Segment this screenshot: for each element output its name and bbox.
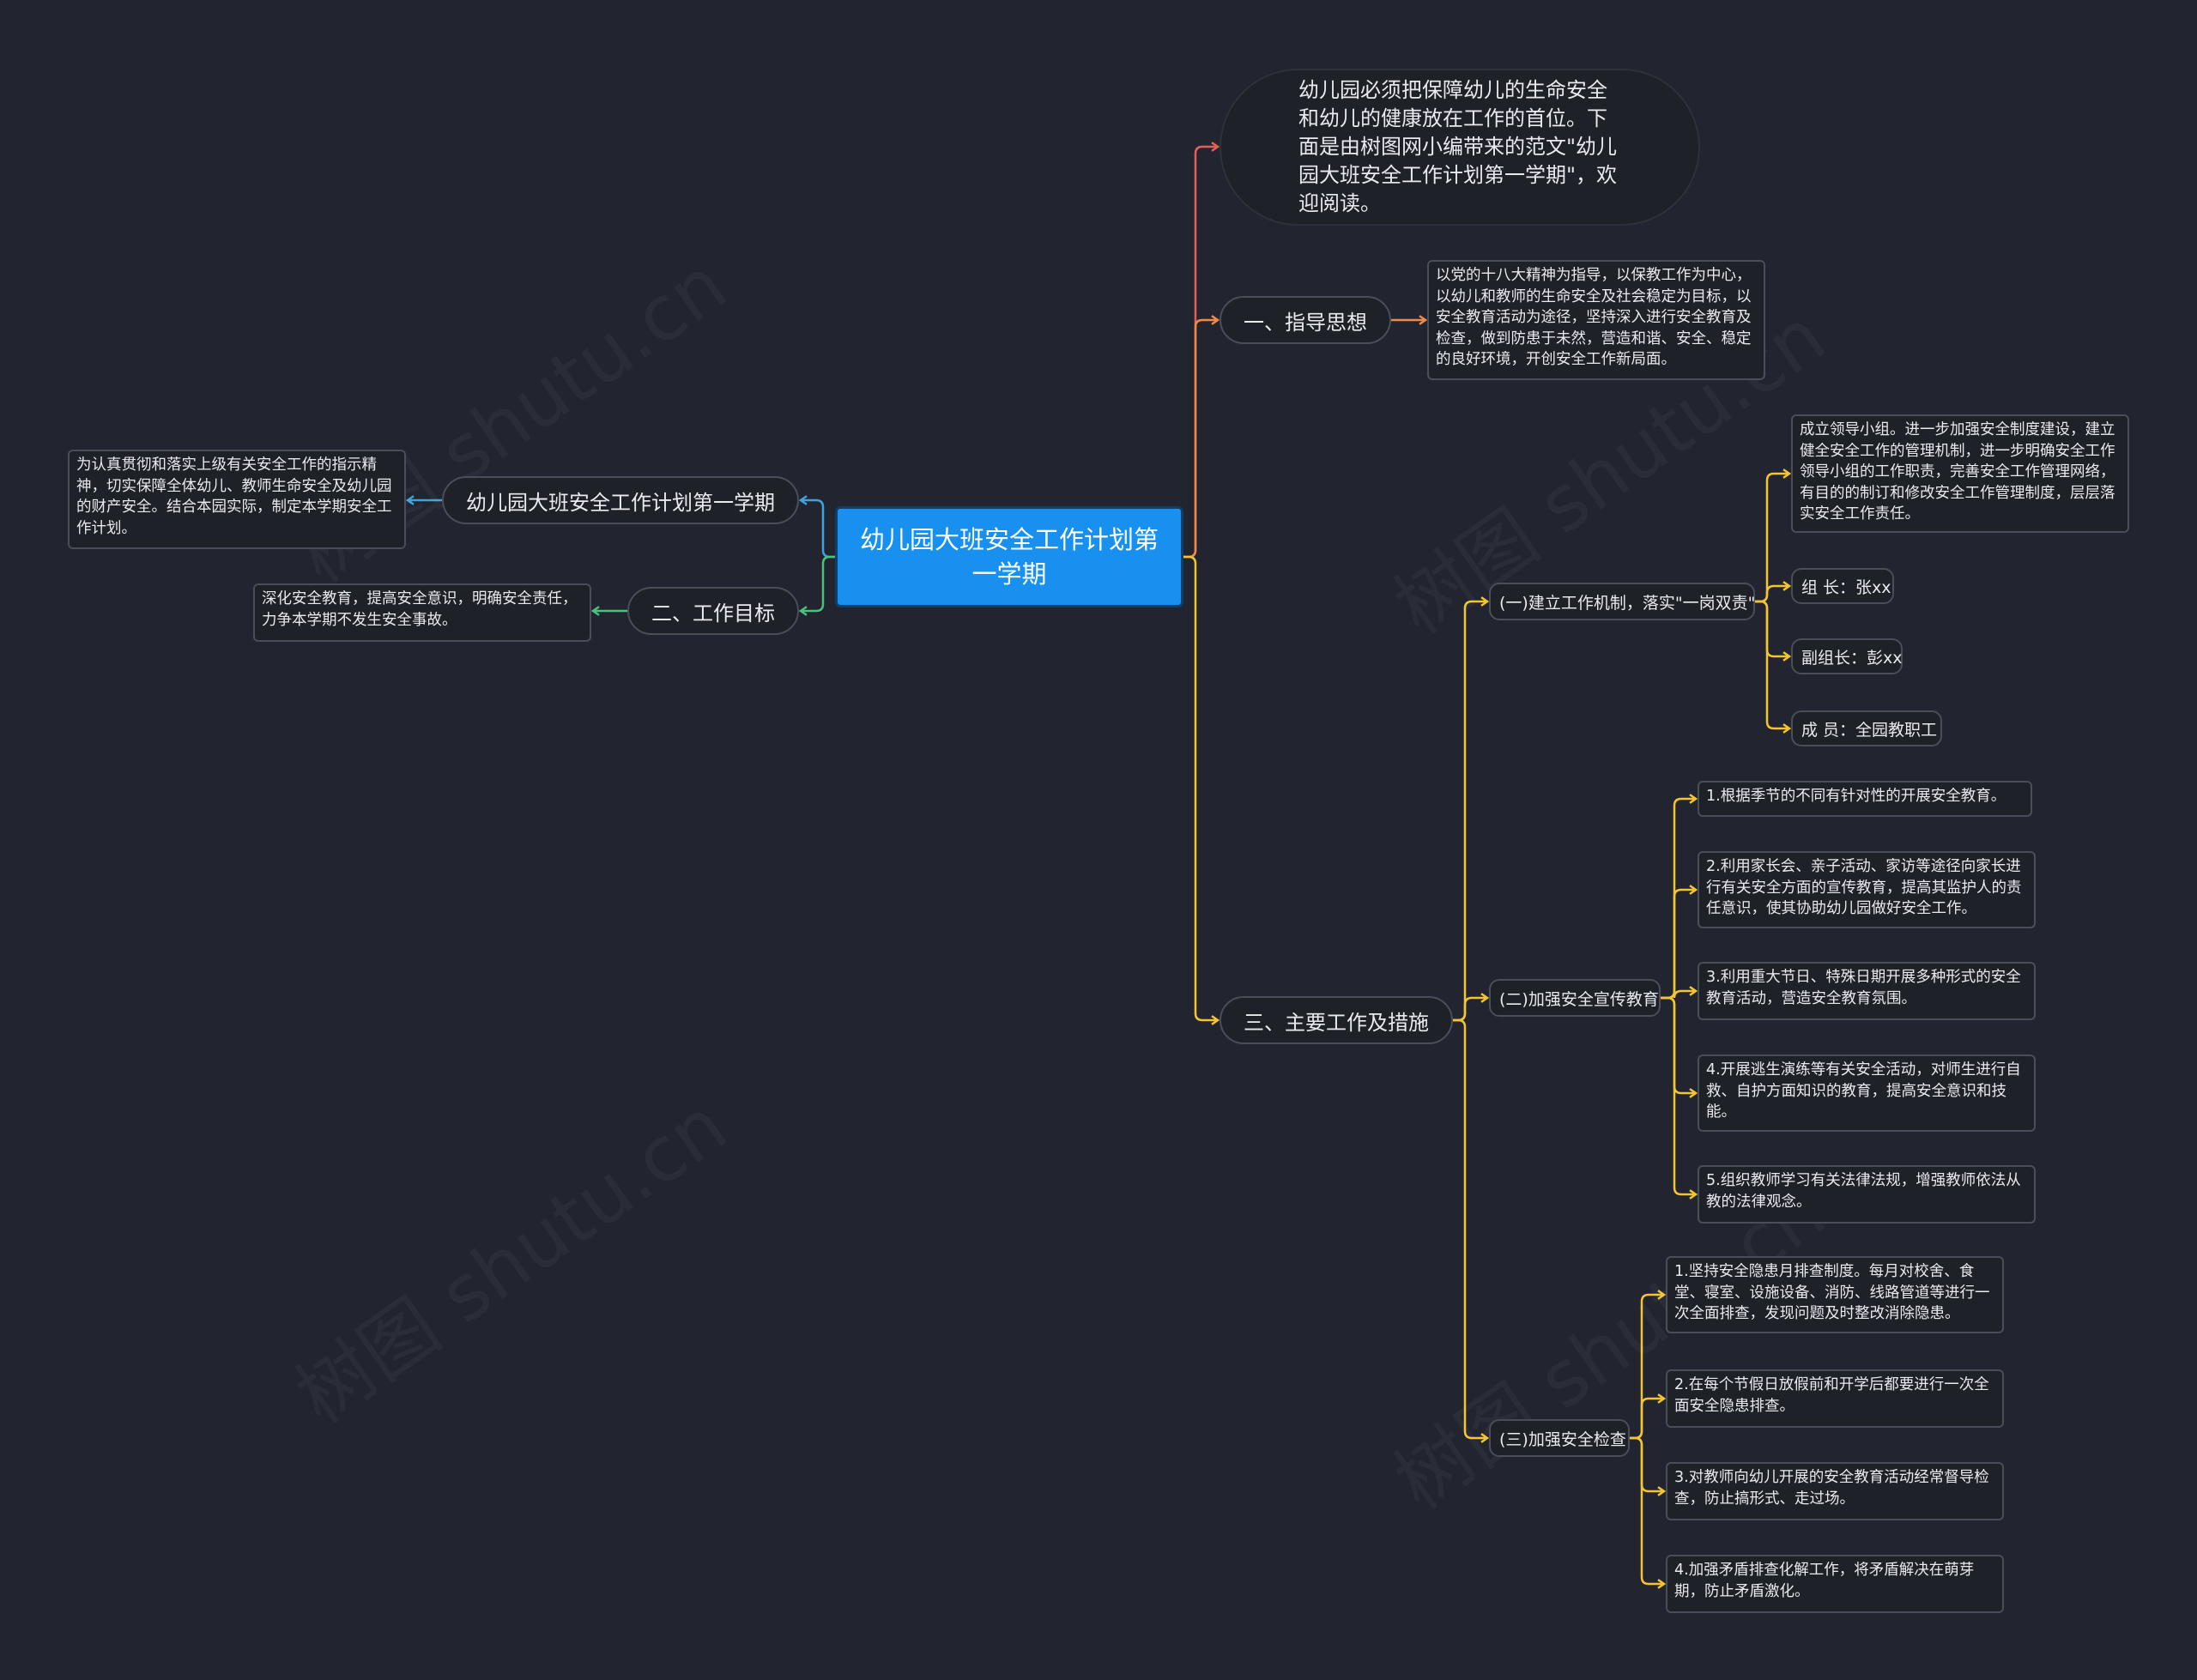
connector-mechanism-item — [1755, 600, 1789, 658]
title-desc-node[interactable]: 为认真贯彻和落实上级有关安全工作的指示精神，切实保障全体幼儿、教师生命安全及幼儿… — [68, 450, 406, 549]
connector-intro — [1183, 145, 1218, 559]
goal-desc-node[interactable]: 深化安全教育，提高安全意识，明确安全责任，力争本学期不发生安全事故。 — [253, 583, 591, 642]
connector-arrow — [1689, 1088, 1698, 1098]
connector-arrow — [590, 606, 600, 616]
connector-main-work — [1183, 555, 1218, 1022]
connector-arrow — [1689, 794, 1698, 804]
connector-education-item — [1661, 888, 1696, 1000]
guiding-node-label: 一、指导思想 — [1244, 310, 1367, 335]
connector-arrow — [1689, 986, 1698, 996]
connector-education-item — [1661, 996, 1696, 1095]
connector-arrow — [1419, 315, 1428, 325]
connector-arrow — [1657, 1290, 1667, 1300]
goal-desc-text: 深化安全教育，提高安全意识，明确安全责任，力争本学期不发生安全事故。 — [262, 590, 578, 629]
inspection-label: (三)加强安全检查 — [1499, 1429, 1626, 1449]
education-item-text: 5.组织教师学习有关法律法规，增强教师依法从教的法律观念。 — [1706, 1172, 2021, 1211]
inspection-node[interactable]: (三)加强安全检查 — [1489, 1419, 1630, 1457]
goal-node[interactable]: 二、工作目标 — [627, 587, 799, 635]
inspection-item[interactable]: 3.对教师向幼儿开展的安全教育活动经常督导检查，防止搞形式、走过场。 — [1666, 1462, 2004, 1520]
connector-arrow — [1657, 1579, 1667, 1589]
education-item[interactable]: 4.开展逃生演练等有关安全活动，对师生进行自救、自护方面知识的教育，提高安全意识… — [1698, 1055, 2036, 1132]
title-desc-text: 为认真贯彻和落实上级有关安全工作的指示精神，切实保障全体幼儿、教师生命安全及幼儿… — [76, 456, 392, 537]
mechanism-item-text: 成 员：全园教职工 — [1801, 720, 1938, 740]
connector-arrow — [798, 495, 808, 505]
mechanism-item[interactable]: 副组长：彭xx — [1791, 638, 1903, 674]
connector-arrow — [1782, 651, 1792, 662]
connector-education-item — [1661, 797, 1696, 1000]
inspection-item-text: 3.对教师向幼儿开展的安全教育活动经常督导检查，防止搞形式、走过场。 — [1674, 1469, 1989, 1508]
inspection-item[interactable]: 4.加强矛盾排查化解工作，将矛盾解决在萌芽期，防止矛盾激化。 — [1666, 1555, 2004, 1613]
mechanism-item[interactable]: 成立领导小组。进一步加强安全制度建设，建立健全安全工作的管理机制，进一步明确安全… — [1791, 414, 2129, 533]
connector-arrow — [1657, 1393, 1667, 1404]
connector-arrow — [1689, 1189, 1698, 1200]
connector-arrow — [1480, 596, 1490, 607]
mechanism-item-text: 成立领导小组。进一步加强安全制度建设，建立健全安全工作的管理机制，进一步明确安全… — [1800, 421, 2115, 523]
connector-mechanism-item — [1755, 600, 1789, 730]
education-item-text: 3.利用重大节日、特殊日期开展多种形式的安全教育活动，营造安全教育氛围。 — [1706, 969, 2021, 1007]
connector-arrow — [1782, 723, 1792, 734]
connector-inspection-item — [1630, 1397, 1664, 1440]
mechanism-item[interactable]: 组 长：张xx — [1791, 568, 1894, 604]
intro-node[interactable]: 幼儿园必须把保障幼儿的生命安全和幼儿的健康放在工作的首位。下面是由树图网小编带来… — [1220, 69, 1700, 226]
intro-text: 幼儿园必须把保障幼儿的生命安全和幼儿的健康放在工作的首位。下面是由树图网小编带来… — [1298, 78, 1618, 215]
education-item[interactable]: 1.根据季节的不同有针对性的开展安全教育。 — [1698, 781, 2032, 817]
education-label: (二)加强安全宣传教育 — [1499, 989, 1659, 1009]
inspection-item[interactable]: 2.在每个节假日放假前和开学后都要进行一次全面安全隐患排查。 — [1666, 1369, 2004, 1428]
connector-arrow — [1480, 993, 1490, 1003]
connector-arrow — [1689, 885, 1698, 895]
inspection-item[interactable]: 1.坚持安全隐患月排查制度。每月对校舍、食堂、寝室、设施设备、消防、线路管道等进… — [1666, 1256, 2004, 1333]
education-item[interactable]: 3.利用重大节日、特殊日期开展多种形式的安全教育活动，营造安全教育氛围。 — [1698, 962, 2036, 1020]
connector-arrow — [405, 495, 415, 505]
connector-title — [801, 499, 835, 559]
goal-node-label: 二、工作目标 — [651, 601, 775, 625]
connector-arrow — [1657, 1486, 1667, 1496]
main-work-node[interactable]: 三、主要工作及措施 — [1220, 996, 1453, 1044]
connector-guiding — [1183, 318, 1218, 559]
connector-arrow — [1211, 315, 1220, 325]
root-node[interactable]: 幼儿园大班安全工作计划第一学期 — [835, 506, 1183, 607]
inspection-item-text: 2.在每个节假日放假前和开学后都要进行一次全面安全隐患排查。 — [1674, 1376, 1989, 1415]
connector-arrow — [1211, 1015, 1220, 1025]
connector-arrow — [1782, 581, 1792, 591]
education-item-text: 4.开展逃生演练等有关安全活动，对师生进行自救、自护方面知识的教育，提高安全意识… — [1706, 1061, 2021, 1121]
connector-inspection-item — [1630, 1436, 1664, 1586]
connector-education-item — [1661, 996, 1696, 1196]
guiding-desc-text: 以党的十八大精神为指导，以保教工作为中心，以幼儿和教师的生命安全及社会稳定为目标… — [1436, 267, 1752, 368]
title-node[interactable]: 幼儿园大班安全工作计划第一学期 — [442, 476, 799, 524]
connector-arrow — [1782, 468, 1792, 479]
inspection-item-text: 4.加强矛盾排查化解工作，将矛盾解决在萌芽期，防止矛盾激化。 — [1674, 1562, 1975, 1600]
education-item[interactable]: 5.组织教师学习有关法律法规，增强教师依法从教的法律观念。 — [1698, 1165, 2036, 1224]
education-item-text: 2.利用家长会、亲子活动、家访等途径向家长进行有关安全方面的宣传教育，提高其监护… — [1706, 858, 2022, 917]
connector-arrow — [1480, 1433, 1490, 1443]
root-label: 幼儿园大班安全工作计划第一学期 — [859, 525, 1159, 589]
education-node[interactable]: (二)加强安全宣传教育 — [1489, 979, 1661, 1017]
mechanism-item[interactable]: 成 员：全园教职工 — [1791, 710, 1942, 746]
main-work-label: 三、主要工作及措施 — [1244, 1010, 1429, 1035]
mechanism-label: (一)建立工作机制，落实"一岗双责" — [1499, 593, 1756, 613]
guiding-node[interactable]: 一、指导思想 — [1220, 296, 1391, 344]
connector-arrow — [1211, 142, 1220, 152]
connector-inspection-item — [1630, 1436, 1664, 1493]
inspection-item-text: 1.坚持安全隐患月排查制度。每月对校舍、食堂、寝室、设施设备、消防、线路管道等进… — [1674, 1263, 1990, 1322]
connector-goal — [801, 555, 835, 613]
mechanism-node[interactable]: (一)建立工作机制，落实"一岗双责" — [1489, 583, 1755, 620]
guiding-desc-node[interactable]: 以党的十八大精神为指导，以保教工作为中心，以幼儿和教师的生命安全及社会稳定为目标… — [1427, 260, 1765, 380]
mechanism-item-text: 组 长：张xx — [1801, 577, 1891, 597]
education-item-text: 1.根据季节的不同有针对性的开展安全教育。 — [1706, 788, 2006, 805]
title-node-label: 幼儿园大班安全工作计划第一学期 — [466, 490, 775, 515]
mechanism-item-text: 副组长：彭xx — [1801, 648, 1903, 668]
connector-inspection — [1453, 1018, 1487, 1440]
connector-mechanism — [1453, 600, 1487, 1022]
education-item[interactable]: 2.利用家长会、亲子活动、家访等途径向家长进行有关安全方面的宣传教育，提高其监护… — [1698, 851, 2036, 928]
connector-arrow — [798, 606, 808, 616]
